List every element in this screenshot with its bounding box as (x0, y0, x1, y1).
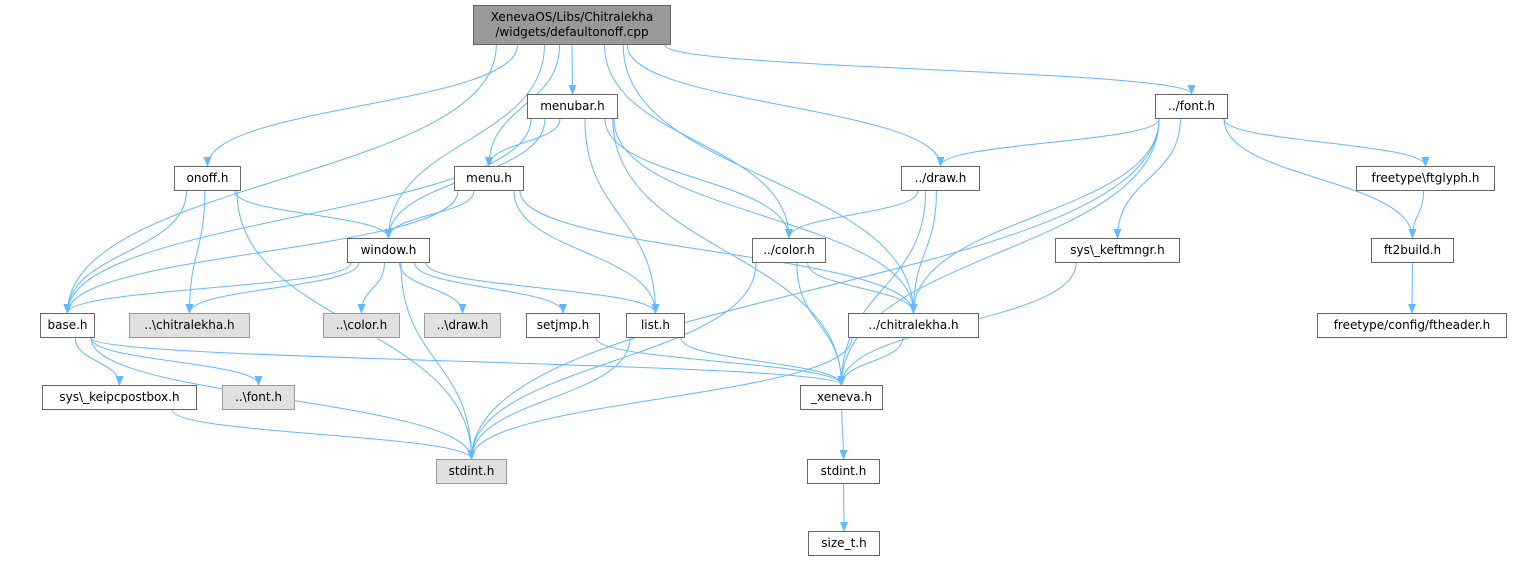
node-bcolor[interactable]: ..\color.h (323, 313, 400, 338)
node-draw[interactable]: ../draw.h (901, 166, 980, 191)
node-stdint[interactable]: stdint.h (807, 459, 880, 484)
node-chitralekha[interactable]: ../chitralekha.h (848, 313, 979, 338)
node-onoff[interactable]: onoff.h (174, 166, 241, 191)
edge-font-to-ftglyph (1223, 118, 1430, 167)
edge-window-to-base (63, 262, 352, 314)
edge-ftglyph-to-ft2build (1408, 190, 1425, 239)
node-bchitralekha[interactable]: ..\chitralekha.h (129, 313, 250, 338)
edge-root-to-color (604, 44, 793, 239)
edge-menu-to-chitralekha (519, 190, 918, 314)
edge-font-to-ft2build (1223, 118, 1417, 239)
edge-color-to-xeneva (796, 262, 846, 386)
edge-draw-to-xeneva (837, 190, 927, 386)
edge-root-to-onoff (203, 44, 518, 167)
edge-base-to-keipcpostbox (74, 337, 124, 386)
node-setjmp[interactable]: setjmp.h (526, 313, 600, 338)
edge-root-to-draw (626, 44, 945, 167)
edge-draw-to-chitralekha (909, 190, 937, 314)
edge-list-to-stdint_gray (467, 337, 631, 460)
edge-root-to-menu (485, 44, 561, 167)
edge-root-to-font (664, 44, 1196, 95)
node-bfont[interactable]: ..\font.h (222, 385, 295, 410)
node-size-t[interactable]: size_t.h (808, 531, 880, 556)
node-bdraw[interactable]: ..\draw.h (424, 313, 501, 338)
edge-menubar-to-chitralekha (613, 118, 918, 314)
edge-window-to-list (425, 262, 660, 314)
node-xeneva[interactable]: _xeneva.h (800, 385, 883, 410)
edge-color-to-stdint_gray (467, 262, 757, 460)
edge-menubar-to-list (584, 118, 660, 314)
edge-xeneva-to-stdint (839, 409, 848, 460)
edge-root-to-window (384, 44, 545, 239)
edge-font-to-chitralekha (909, 118, 1160, 314)
edge-menubar-to-xeneva (612, 118, 846, 386)
edge-root-to-chitralekha (622, 44, 918, 314)
node-list[interactable]: list.h (626, 313, 685, 338)
node-ftglyph[interactable]: freetype\ftglyph.h (1356, 166, 1495, 191)
edge-window-to-bchitralekha (185, 262, 360, 314)
edge-window-to-bcolor (357, 262, 385, 314)
edge-onoff-to-window (234, 190, 393, 239)
node-menubar[interactable]: menubar.h (527, 94, 618, 119)
edge-window-to-bdraw (399, 262, 467, 314)
node-font[interactable]: ../font.h (1155, 94, 1228, 119)
node-menu[interactable]: menu.h (454, 166, 524, 191)
edge-font-to-stdint_gray (467, 118, 1160, 460)
edge-font-to-draw (936, 118, 1160, 167)
edge-onoff-to-bchitralekha (185, 190, 206, 314)
edge-menu-to-base (63, 190, 459, 314)
node-window[interactable]: window.h (347, 238, 430, 263)
edge-menu-to-list (513, 190, 660, 314)
node-keftmngr[interactable]: sys\_keftmngr.h (1055, 238, 1180, 263)
edge-chitralekha-to-xeneva (837, 337, 904, 386)
edge-list-to-xeneva (680, 337, 846, 386)
edge-keipcpostbox-to-stdint_gray (171, 409, 476, 460)
edge-root-to-base (63, 44, 497, 314)
edge-menubar-to-menu (485, 118, 561, 167)
edge-base-to-bfont (90, 337, 263, 386)
edge-window-to-setjmp (414, 262, 567, 314)
edge-color-to-chitralekha (807, 262, 918, 314)
edge-base-to-xeneva (90, 337, 846, 386)
node-keipcpostbox[interactable]: sys\_keipcpostbox.h (42, 385, 197, 410)
node-ft2build[interactable]: ft2build.h (1371, 238, 1454, 263)
node-ftheader[interactable]: freetype/config/ftheader.h (1317, 313, 1507, 338)
edge-setjmp-to-xeneva (595, 337, 846, 386)
edge-menubar-to-color (604, 118, 793, 239)
node-root[interactable]: XenevaOS/Libs/Chitralekha /widgets/defau… (473, 5, 671, 45)
node-color[interactable]: ../color.h (752, 238, 826, 263)
edge-font-to-keftmngr (1113, 118, 1181, 239)
edge-chitralekha-to-stdint_gray (467, 337, 853, 460)
node-stdint-gray[interactable]: stdint.h (436, 459, 507, 484)
edge-menu-to-window (384, 190, 475, 239)
node-base[interactable]: base.h (40, 313, 95, 338)
edge-menubar-to-base (63, 118, 532, 314)
edge-onoff-to-base (63, 190, 187, 314)
edge-draw-to-color (785, 190, 919, 239)
